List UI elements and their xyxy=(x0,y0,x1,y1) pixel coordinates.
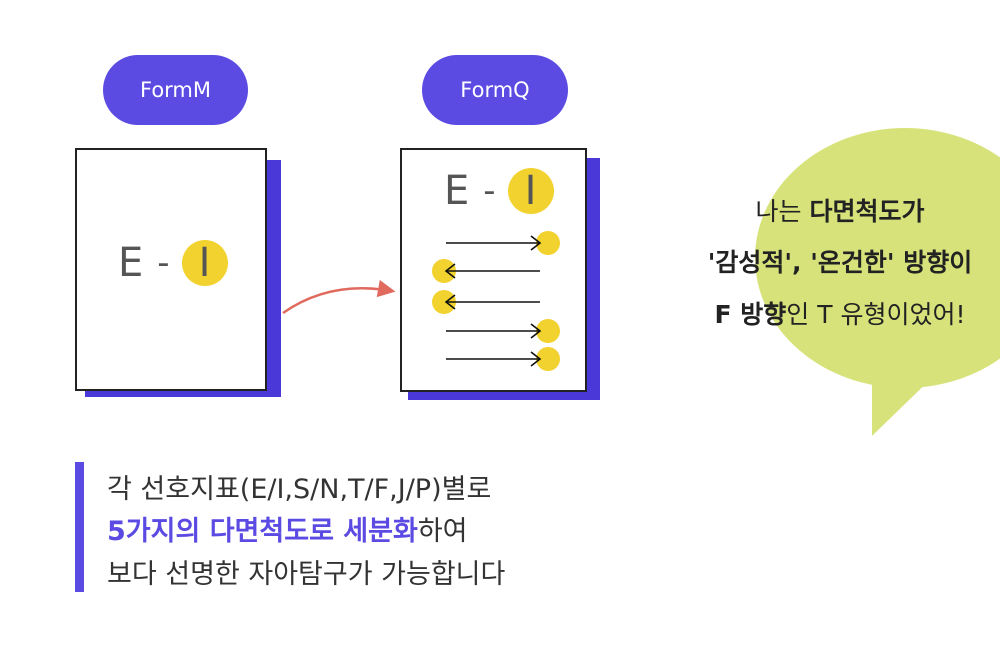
facet-dot xyxy=(432,290,456,314)
scale-i-dot: I xyxy=(181,240,228,286)
arrow-left-icon xyxy=(444,263,456,279)
facet-row xyxy=(446,319,560,343)
description-line-2: 5가지의 다면척도로 세분화하여 xyxy=(107,516,468,547)
form-m-sheet xyxy=(75,148,267,391)
facet-row xyxy=(446,347,560,371)
scale-e-label: E xyxy=(444,168,470,214)
speech-bubble-tail xyxy=(872,370,940,436)
facet-dot xyxy=(536,319,560,343)
description-line-1: 각 선호지표(E/I,S/N,T/F,J/P)별로 xyxy=(107,474,492,505)
form-q-scale: E - I xyxy=(444,168,554,214)
bubble-line-1: 나는 다면척도가 xyxy=(755,197,925,226)
speech-bubble-body xyxy=(755,128,1000,388)
scale-i-label: I xyxy=(198,240,211,286)
accent-bar xyxy=(75,462,84,592)
facet-dot xyxy=(536,347,560,371)
arrow-right-icon xyxy=(530,235,542,251)
form-m-scale: E - I xyxy=(118,240,228,286)
facet-row xyxy=(432,259,540,283)
arrow-left-icon xyxy=(444,294,456,310)
description-highlight: 5가지의 다면척도로 세분화 xyxy=(107,516,418,547)
scale-i-dot: I xyxy=(507,168,554,214)
facet-row xyxy=(432,290,540,314)
arrow-right-icon xyxy=(530,351,542,367)
description-line-3: 보다 선명한 자아탐구가 가능합니다 xyxy=(107,559,506,590)
facet-scale-list xyxy=(432,231,560,371)
scale-dash: - xyxy=(157,243,170,283)
arrow-right-icon xyxy=(530,323,542,339)
facet-dot xyxy=(536,231,560,255)
transition-arrow xyxy=(282,279,396,315)
scale-dash: - xyxy=(483,171,496,211)
bubble-line-2: '감성적', '온건한' 방향이 xyxy=(707,248,973,277)
form-m-pill: FormM xyxy=(103,55,248,125)
form-q-pill: FormQ xyxy=(422,55,568,125)
scale-e-label: E xyxy=(118,240,144,286)
scale-i-label: I xyxy=(524,168,537,214)
facet-row xyxy=(446,231,560,255)
facet-dot xyxy=(432,259,456,283)
bubble-line-3: F 방향인 T 유형이었어! xyxy=(714,300,966,329)
